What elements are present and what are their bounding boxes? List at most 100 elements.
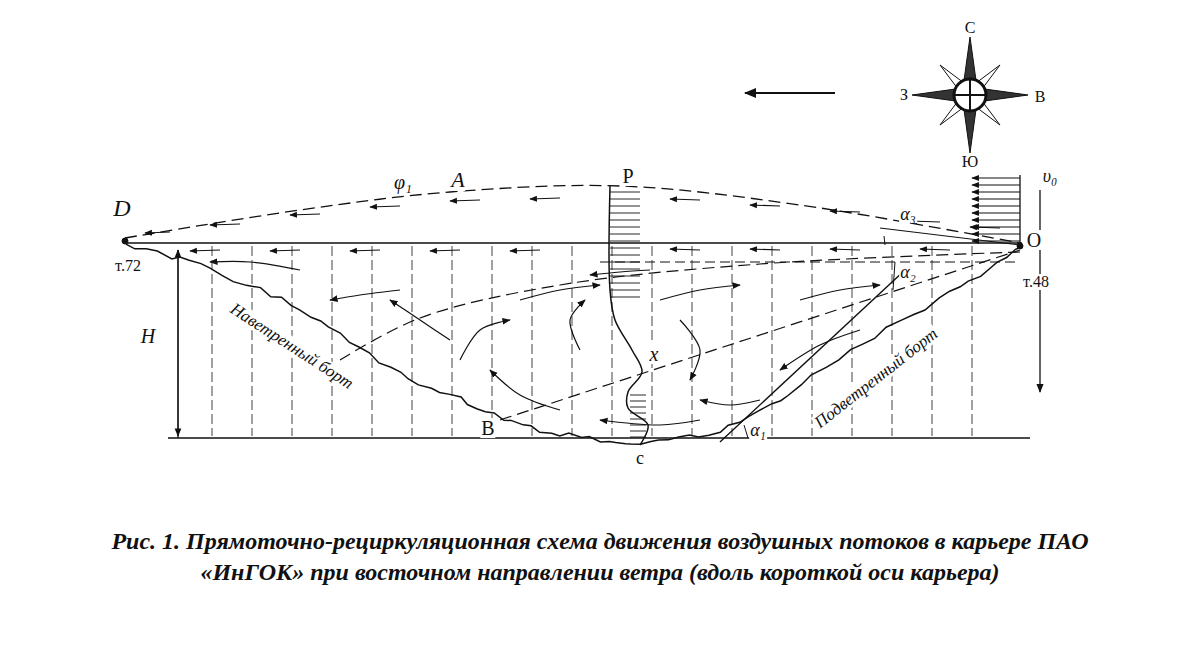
grid-line (252, 246, 253, 436)
inlet-arrow (972, 212, 1020, 213)
profile-hatch (610, 227, 640, 228)
flow-arrow (670, 249, 700, 250)
circulation-arrow (210, 262, 300, 270)
circulation-arrow (460, 320, 510, 360)
compass-letter: Ю (961, 154, 979, 170)
inlet-arrow (972, 240, 1020, 241)
point-label: H (140, 326, 156, 346)
inlet-arrow (972, 177, 1020, 178)
profile-hatch (610, 255, 640, 256)
grid-line (212, 246, 213, 436)
reference-line (600, 262, 1020, 263)
point-dot (1017, 243, 1023, 249)
profile-hatch (610, 220, 640, 221)
flow-boundary (125, 185, 1020, 243)
flow-arrow (430, 250, 460, 251)
angle-line (880, 228, 1020, 245)
grid-line (812, 246, 813, 436)
dimension-arrow (177, 250, 178, 438)
circulation-arrow (490, 370, 560, 410)
profile-hatch (610, 213, 640, 214)
grid-line (572, 246, 573, 436)
flow-boundary (500, 250, 1020, 420)
grid-line (692, 246, 693, 436)
circulation-arrow (390, 300, 450, 340)
profile-hatch (610, 192, 640, 193)
inlet-arrow (972, 219, 1020, 220)
point-label: P (621, 166, 634, 186)
flow-arrow (750, 249, 780, 250)
inlet-arrow (972, 205, 1020, 206)
inlet-arrow (972, 226, 1020, 227)
point-label: т.48 (1022, 274, 1050, 290)
flow-arrow (370, 206, 400, 207)
compass-letter: В (1034, 89, 1047, 105)
flow-arrow (190, 250, 220, 251)
inlet-arrow (972, 198, 1020, 199)
point-label: т.72 (114, 258, 142, 274)
grid-line (412, 246, 413, 436)
inlet-arrow (972, 191, 1020, 192)
circulation-arrow (520, 285, 600, 300)
profile-hatch (630, 431, 646, 432)
surface-line (125, 242, 1022, 244)
circulation-arrow (680, 320, 700, 380)
profile-hatch (610, 241, 640, 242)
grid-line (492, 246, 493, 436)
angle-arc (893, 262, 895, 290)
inlet-arrow (972, 184, 1020, 185)
profile-hatch (610, 234, 640, 235)
grid-line (332, 246, 333, 436)
point-label: φ₁ (393, 172, 413, 192)
point-label: α₃ (899, 205, 917, 223)
grid-line (532, 246, 533, 436)
flow-arrow (350, 250, 380, 251)
compass-letter: З (899, 87, 909, 103)
wind-arrow (745, 92, 835, 94)
profile-hatch (610, 276, 640, 277)
grid-line (972, 246, 973, 436)
profile-hatch (610, 283, 640, 284)
compass-cross (954, 79, 986, 111)
circulation-arrow (330, 290, 400, 300)
grid-line (732, 246, 733, 436)
flow-arrow (830, 211, 860, 212)
profile-hatch (610, 269, 640, 270)
profile-hatch (630, 407, 646, 408)
pit-profile (126, 244, 1022, 444)
grid-line (772, 246, 773, 436)
profile-hatch (610, 206, 640, 207)
point-label: α₁ (749, 421, 767, 439)
circulation-arrow (800, 285, 880, 300)
circulation-arrow (600, 420, 700, 425)
profile-hatch (630, 413, 646, 414)
grid-line (612, 246, 613, 436)
flow-arrow (920, 249, 950, 250)
profile-hatch (610, 262, 640, 263)
profile-hatch (630, 437, 646, 438)
point-dot (122, 238, 128, 244)
compass-ring (954, 79, 986, 111)
profile-hatch (630, 395, 646, 396)
angle-arc (884, 236, 885, 245)
circulation-arrow (700, 400, 760, 405)
circulation-arrow (570, 300, 585, 350)
flow-arrow (830, 249, 860, 250)
point-label: O (1026, 230, 1042, 250)
flow-arrow (530, 198, 560, 199)
flow-arrow (145, 232, 170, 233)
point-label: υ₀ (1042, 167, 1059, 185)
profile-hatch (630, 425, 646, 426)
profile-hatch (610, 290, 640, 291)
flow-arrow (270, 250, 300, 251)
grid-line (652, 246, 653, 436)
circulation-arrow (660, 285, 740, 300)
flow-arrow (210, 224, 240, 225)
point-label: x (649, 344, 660, 364)
flow-arrow (670, 199, 700, 200)
profile-hatch (610, 297, 640, 298)
profile-hatch (630, 401, 646, 402)
point-label: B (480, 418, 495, 438)
point-label: α₂ (899, 263, 917, 281)
point-label: A (450, 169, 465, 191)
